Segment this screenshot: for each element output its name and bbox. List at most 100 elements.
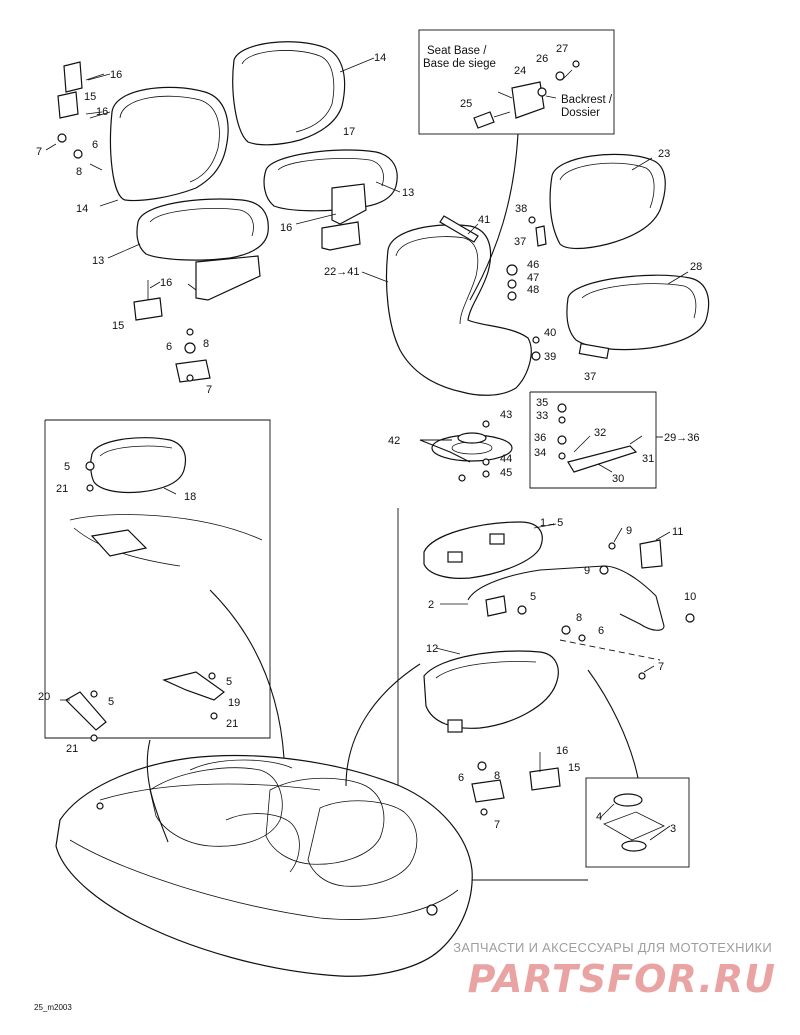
callout: 6 bbox=[166, 341, 172, 353]
lower-hardware bbox=[471, 752, 561, 816]
callout: 7 bbox=[206, 384, 212, 396]
callout: 41 bbox=[478, 214, 490, 226]
front-seat-cushion bbox=[90, 437, 187, 494]
callout: 21 bbox=[56, 483, 68, 495]
callout: 8 bbox=[494, 770, 500, 782]
callout: 5 bbox=[226, 676, 232, 688]
handle-19 bbox=[162, 671, 225, 701]
callout: 46 bbox=[527, 259, 539, 271]
boat-hull bbox=[55, 754, 473, 977]
inset1-hardware bbox=[473, 60, 580, 129]
callout: 20 bbox=[38, 691, 50, 703]
callout: 39 bbox=[544, 351, 556, 363]
callout: 8 bbox=[576, 612, 582, 624]
callout: 16 bbox=[556, 745, 568, 757]
callout: 5 bbox=[108, 696, 114, 708]
callout: 38 bbox=[515, 203, 527, 215]
storage-bin bbox=[423, 650, 559, 733]
callout: 23 bbox=[658, 148, 670, 160]
backrest-hardware bbox=[506, 216, 547, 361]
callout: 6 bbox=[458, 772, 464, 784]
callout: 6 bbox=[598, 625, 604, 637]
center-backrest bbox=[232, 41, 346, 146]
inset-seat-base-box bbox=[418, 29, 615, 135]
callout: 9 bbox=[584, 565, 590, 577]
inset-caption-line1: Seat Base / bbox=[427, 45, 487, 57]
connector-inset1 bbox=[469, 133, 519, 301]
callout: 29→36 bbox=[664, 432, 699, 444]
callout: 35 bbox=[536, 397, 548, 409]
callout: 8 bbox=[203, 338, 209, 350]
right-seat-cushion bbox=[566, 274, 710, 351]
callout: 15 bbox=[84, 91, 96, 103]
strip-37 bbox=[578, 342, 610, 360]
center-seat-cushion bbox=[263, 149, 398, 251]
connector-42 bbox=[419, 439, 471, 463]
watermark-logo: PARTSFOR.RU bbox=[468, 957, 776, 1001]
inset-caption-line3: Backrest / bbox=[561, 94, 613, 106]
callout: 17 bbox=[343, 126, 355, 138]
callout: 13 bbox=[92, 255, 104, 267]
left-seat-cushion bbox=[136, 198, 269, 301]
callout: 16 bbox=[280, 222, 292, 234]
callout: 15 bbox=[112, 320, 124, 332]
callout: 3 bbox=[670, 823, 676, 835]
callout: 34 bbox=[534, 447, 546, 459]
callout: 11 bbox=[672, 526, 683, 538]
inset-hardware-box bbox=[529, 391, 657, 489]
callout: 18 bbox=[184, 491, 196, 503]
latch-hardware bbox=[557, 403, 638, 473]
callout: 8 bbox=[76, 166, 82, 178]
callout: 24 bbox=[514, 65, 526, 77]
callout: 9 bbox=[626, 525, 632, 537]
callout: 15 bbox=[568, 762, 580, 774]
callout: 37 bbox=[514, 236, 526, 248]
inset-front-seat-box bbox=[44, 419, 271, 739]
handle-20 bbox=[65, 691, 107, 731]
callout: 14 bbox=[76, 203, 88, 215]
callout: 48 bbox=[527, 284, 539, 296]
callout: 47 bbox=[527, 272, 539, 284]
callout: 16 bbox=[96, 106, 108, 118]
callout: 27 bbox=[556, 43, 568, 55]
callout: 19 bbox=[228, 697, 240, 709]
callout: 42 bbox=[388, 435, 400, 447]
callout: 30 bbox=[612, 473, 624, 485]
inset-caption-line4: Dossier bbox=[561, 107, 600, 119]
callout: 2 bbox=[428, 599, 434, 611]
callout: 21 bbox=[226, 718, 238, 730]
callout: 40 bbox=[544, 327, 556, 339]
callout: 1→5 bbox=[540, 517, 563, 529]
callout: 5 bbox=[530, 591, 536, 603]
callout: 5 bbox=[64, 461, 70, 473]
diagram-code: 25_m2003 bbox=[34, 1003, 72, 1012]
cap-parts bbox=[603, 793, 665, 852]
callout: 26 bbox=[536, 53, 548, 65]
callout: 12 bbox=[426, 643, 438, 655]
callout: 16 bbox=[160, 277, 172, 289]
callout: 4 bbox=[596, 811, 602, 823]
callout: 43 bbox=[500, 409, 512, 421]
mount-ring bbox=[431, 420, 513, 482]
right-backrest bbox=[549, 153, 666, 250]
connector-front bbox=[209, 589, 285, 759]
callout: 22→41 bbox=[324, 266, 359, 278]
inset-caption-line2: Base de siege bbox=[423, 58, 496, 70]
base-frame bbox=[423, 521, 695, 680]
connector-base bbox=[345, 663, 421, 787]
watermark-tagline: ЗАПЧАСТИ И АКСЕССУАРЫ ДЛЯ МОТОТЕХНИКИ bbox=[453, 940, 772, 955]
callout: 45 bbox=[500, 467, 512, 479]
connector-cap bbox=[587, 669, 639, 779]
callout: 25 bbox=[460, 98, 472, 110]
seat-base-shell bbox=[385, 215, 532, 396]
left-backrest bbox=[109, 86, 229, 202]
callout: 16 bbox=[110, 69, 122, 81]
callout: 31 bbox=[642, 453, 654, 465]
callout: 13 bbox=[402, 187, 414, 199]
callout: 37 bbox=[584, 371, 596, 383]
callout: 7 bbox=[658, 661, 664, 673]
callout: 7 bbox=[36, 146, 42, 158]
connector-left-inset bbox=[146, 739, 169, 843]
bracket-15 bbox=[57, 61, 105, 171]
